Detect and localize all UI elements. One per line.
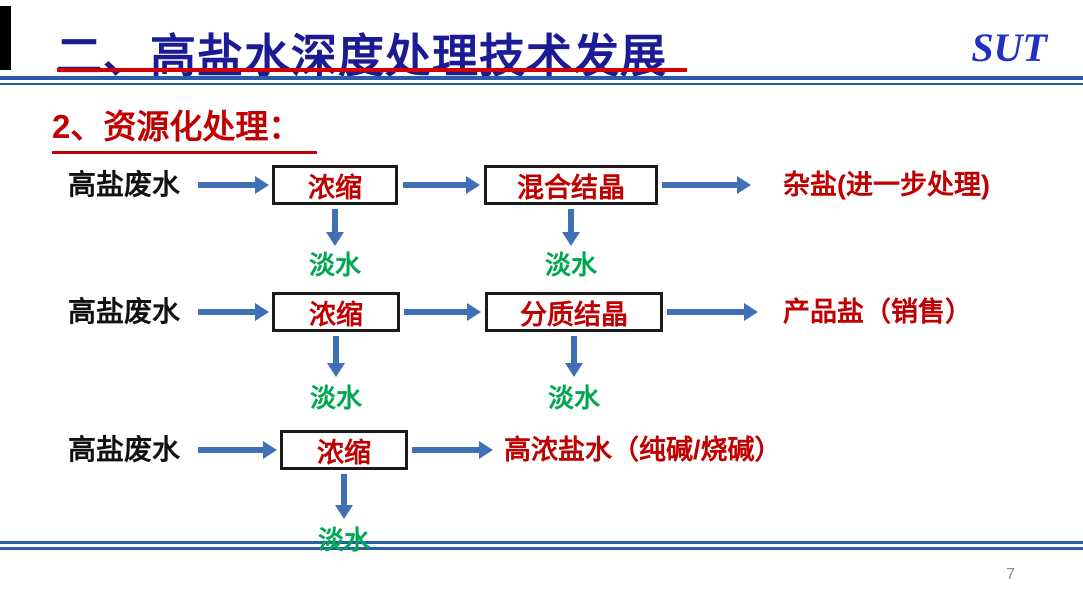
flow2-input-label: 高盐废水 [68, 296, 181, 327]
flow3-output-label: 高浓盐水（纯碱/烧碱） [504, 435, 782, 465]
flow1-arrow-3 [662, 182, 738, 188]
flow2-graded-crystallization-box: 分质结晶 [485, 292, 663, 332]
flow3-arrow-2 [412, 447, 480, 453]
flow2-concentrate-box: 浓缩 [272, 292, 400, 332]
flow2-freshwater-label-1: 淡水 [309, 383, 362, 413]
section-heading: 2、资源化处理： [52, 100, 318, 154]
header-rule-thick [0, 76, 1083, 80]
accent-bar [0, 6, 11, 70]
flow3-concentrate-box: 浓缩 [280, 430, 408, 470]
title-underline [57, 68, 687, 72]
footer-rule-thin [0, 547, 1083, 550]
page-number: 7 [1006, 566, 1015, 583]
flow1-freshwater-arrow-2 [568, 209, 574, 233]
flow3-freshwater-arrow-1 [341, 474, 347, 506]
flow1-output-label: 杂盐(进一步处理) [783, 170, 990, 200]
sut-logo: SUT [971, 25, 1047, 70]
flow1-input-label: 高盐废水 [68, 169, 181, 200]
flow1-freshwater-label-2: 淡水 [544, 250, 597, 280]
flow1-freshwater-arrow-1 [332, 209, 338, 233]
flow2-arrow-1 [198, 309, 256, 315]
flow3-arrow-1 [198, 447, 264, 453]
flow1-freshwater-label-1: 淡水 [308, 250, 361, 280]
flow1-mixed-crystallization-box: 混合结晶 [484, 165, 658, 205]
flow2-freshwater-label-2: 淡水 [547, 383, 600, 413]
flow2-arrow-2 [404, 309, 468, 315]
flow1-concentrate-box: 浓缩 [272, 165, 398, 205]
flow2-arrow-3 [667, 309, 745, 315]
flow3-input-label: 高盐废水 [68, 434, 181, 465]
flow2-freshwater-arrow-1 [333, 336, 339, 364]
flow1-arrow-2 [403, 182, 467, 188]
flow2-freshwater-arrow-2 [571, 336, 577, 364]
slide-title: 二、高盐水深度处理技术发展 [56, 30, 667, 82]
flow1-arrow-1 [198, 182, 256, 188]
flow3-freshwater-label-1: 淡水 [317, 525, 370, 555]
footer-rule-thick [0, 541, 1083, 544]
flow2-output-label: 产品盐（销售） [783, 297, 972, 327]
header-rule-thin [0, 83, 1083, 85]
